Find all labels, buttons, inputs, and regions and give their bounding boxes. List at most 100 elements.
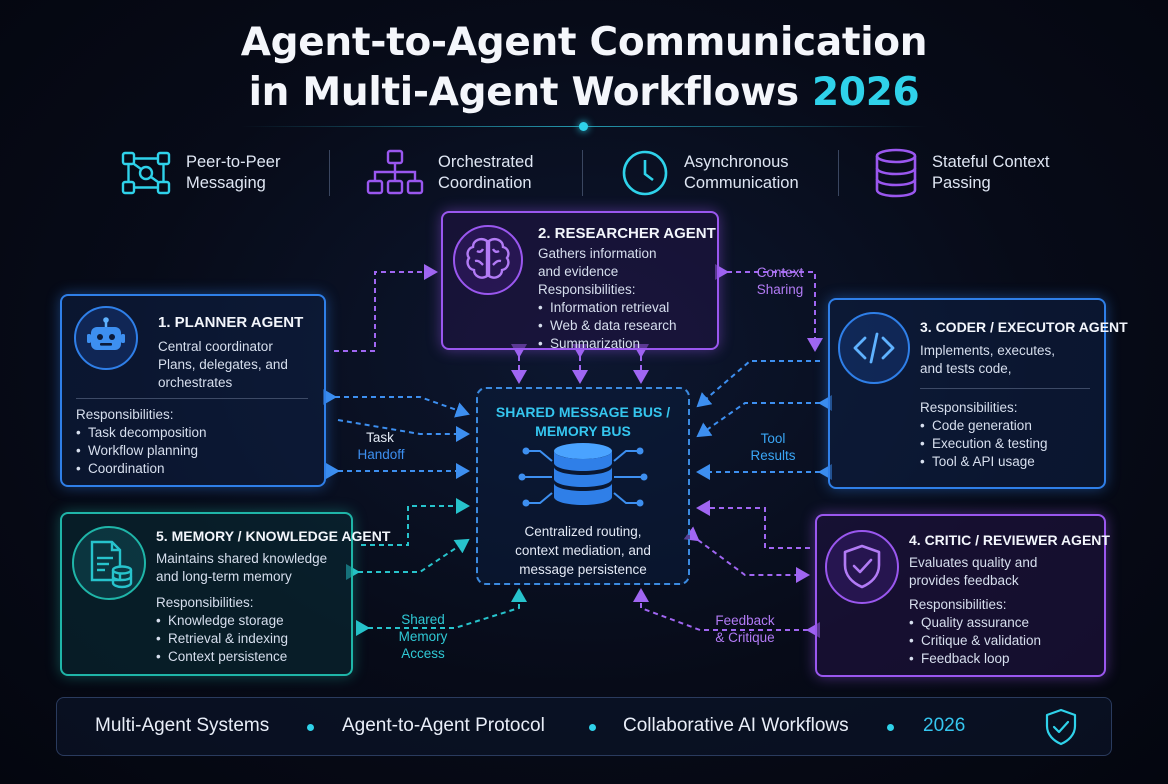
coder-divider <box>920 388 1090 389</box>
footer-item: Collaborative AI Workflows <box>623 715 849 736</box>
footer-separator-dot <box>307 724 314 731</box>
title-divider-dot <box>579 122 588 131</box>
feature-peer-to-peer: Peer-to-Peer Messaging <box>120 146 280 200</box>
memory-agent-card: 5. MEMORY / KNOWLEDGE AGENT Maintains sh… <box>60 512 390 676</box>
edge-planner-bus-2 <box>337 419 470 442</box>
coder-resp-item: Tool & API usage <box>920 453 1048 471</box>
shared-message-bus: SHARED MESSAGE BUS / MEMORY BUS Centrali… <box>476 387 690 585</box>
bus-description: Centralized routing, context mediation, … <box>515 524 651 577</box>
coder-desc-line: and tests code, <box>920 361 1012 376</box>
critic-desc-line: Evaluates quality and <box>909 555 1038 570</box>
brain-icon <box>466 238 510 279</box>
planner-resp-title: Responsibilities: <box>76 407 174 422</box>
planner-responsibilities: Responsibilities: Task decomposition Wor… <box>76 406 207 478</box>
feature-label: Asynchronous Communication <box>684 153 799 192</box>
critic-resp-item: Quality assurance <box>909 614 1041 632</box>
coder-name: 3. CODER / EXECUTOR AGENT <box>920 319 1128 335</box>
page-title: Agent-to-Agent Communication in Multi-Ag… <box>0 18 1168 118</box>
researcher-resp-item: Web & data research <box>538 317 677 335</box>
bus-title: SHARED MESSAGE BUS / MEMORY BUS <box>495 404 671 439</box>
coder-agent-card: 3. CODER / EXECUTOR AGENT Implements, ex… <box>828 298 1128 489</box>
edge-critic-bus-2 <box>683 526 810 583</box>
coder-resp-title: Responsibilities: <box>920 400 1018 415</box>
planner-resp-item: Task decomposition <box>76 424 207 442</box>
database-hub-icon <box>518 443 648 507</box>
critic-resp-item: Feedback loop <box>909 650 1041 668</box>
database-icon <box>875 148 917 198</box>
coder-resp-item: Code generation <box>920 417 1048 435</box>
researcher-desc-line: and evidence <box>538 264 619 279</box>
feature-label: Peer-to-Peer Messaging <box>186 153 281 192</box>
memory-resp-item: Retrieval & indexing <box>156 630 327 648</box>
edge-label-handoff: Handoff <box>357 447 405 462</box>
planner-resp-item: Workflow planning <box>76 442 207 460</box>
planner-icon-circle <box>74 306 138 370</box>
edge-label-tool-results: Tool Results <box>750 431 796 463</box>
feature-label: Orchestrated Coordination <box>438 153 534 192</box>
researcher-name: 2. RESEARCHER AGENT <box>538 225 716 242</box>
footer-separator-dot <box>887 724 894 731</box>
shield-check-icon <box>1045 708 1077 746</box>
edge-coder-bus-1 <box>696 360 820 408</box>
footer-separator-dot <box>589 724 596 731</box>
code-icon <box>853 332 895 364</box>
edge-memory-bus-1 <box>361 498 470 546</box>
footer-item: Multi-Agent Systems <box>95 715 270 736</box>
feature-asynchronous: Asynchronous Communication <box>620 146 799 200</box>
planner-agent-card: 1. PLANNER AGENT Central coordinator Pla… <box>60 294 326 487</box>
feature-divider <box>582 150 583 196</box>
coder-resp-item: Execution & testing <box>920 435 1048 453</box>
feature-divider <box>838 150 839 196</box>
edge-coder-bus-2 <box>696 395 832 438</box>
critic-resp-title: Responsibilities: <box>909 597 1007 612</box>
coder-desc-line: Implements, executes, <box>920 343 1056 358</box>
edge-label-task: Task <box>366 430 394 445</box>
feature-label: Stateful Context Passing <box>932 153 1050 192</box>
footer-bar: Multi-Agent Systems Agent-to-Agent Proto… <box>56 697 1112 756</box>
planner-description: Central coordinator Plans, delegates, an… <box>158 338 288 392</box>
shield-check-icon <box>843 544 881 589</box>
memory-desc-line: Maintains shared knowledge <box>156 551 328 566</box>
researcher-description: Gathers information and evidence Respons… <box>538 245 677 353</box>
planner-name: 1. PLANNER AGENT <box>158 314 304 331</box>
coder-responsibilities: Responsibilities: Code generation Execut… <box>920 399 1048 471</box>
researcher-resp-title: Responsibilities: <box>538 282 636 297</box>
edge-memory-bus-3 <box>356 588 527 636</box>
title-line-2: in Multi-Agent Workflows 2026 <box>0 68 1168 118</box>
critic-resp-item: Critique & validation <box>909 632 1041 650</box>
coder-description: Implements, executes, and tests code, <box>920 342 1055 378</box>
planner-desc-line: Central coordinator <box>158 339 273 354</box>
title-year: 2026 <box>812 70 920 115</box>
edge-memory-bus-2 <box>346 538 470 580</box>
title-line-1: Agent-to-Agent Communication <box>240 20 928 65</box>
footer-year: 2026 <box>923 715 966 736</box>
network-nodes-icon <box>121 151 171 195</box>
title-line-2-text: in Multi-Agent Workflows <box>248 70 799 115</box>
edge-label-feedback: Feedback & Critique <box>715 613 775 645</box>
edge-label-context-sharing: Context Sharing <box>756 265 804 297</box>
researcher-desc-line: Gathers information <box>538 246 657 261</box>
researcher-resp-item: Information retrieval <box>538 299 677 317</box>
edge-planner-bus-1 <box>323 389 470 418</box>
critic-icon-circle <box>825 530 899 604</box>
planner-divider <box>76 398 308 399</box>
planner-desc-line: Plans, delegates, and <box>158 357 288 372</box>
edge-critic-bus-1 <box>696 500 810 549</box>
memory-resp-item: Context persistence <box>156 648 327 666</box>
researcher-resp-item: Summarization <box>538 335 677 353</box>
memory-resp-item: Knowledge storage <box>156 612 327 630</box>
researcher-agent-card: 2. RESEARCHER AGENT Gathers information … <box>441 211 719 353</box>
edge-researcher-coder <box>715 264 823 352</box>
hierarchy-icon <box>366 149 424 195</box>
critic-description: Evaluates quality and provides feedback … <box>909 554 1041 668</box>
planner-resp-item: Coordination <box>76 460 207 478</box>
memory-description: Maintains shared knowledge and long-term… <box>156 550 327 666</box>
critic-agent-card: 4. CRITIC / REVIEWER AGENT Evaluates qua… <box>815 514 1110 677</box>
critic-desc-line: provides feedback <box>909 573 1019 588</box>
feature-divider <box>329 150 330 196</box>
clock-icon <box>622 150 668 196</box>
document-database-icon <box>90 540 133 589</box>
critic-name: 4. CRITIC / REVIEWER AGENT <box>909 532 1110 548</box>
feature-stateful-context: Stateful Context Passing <box>874 146 1049 200</box>
